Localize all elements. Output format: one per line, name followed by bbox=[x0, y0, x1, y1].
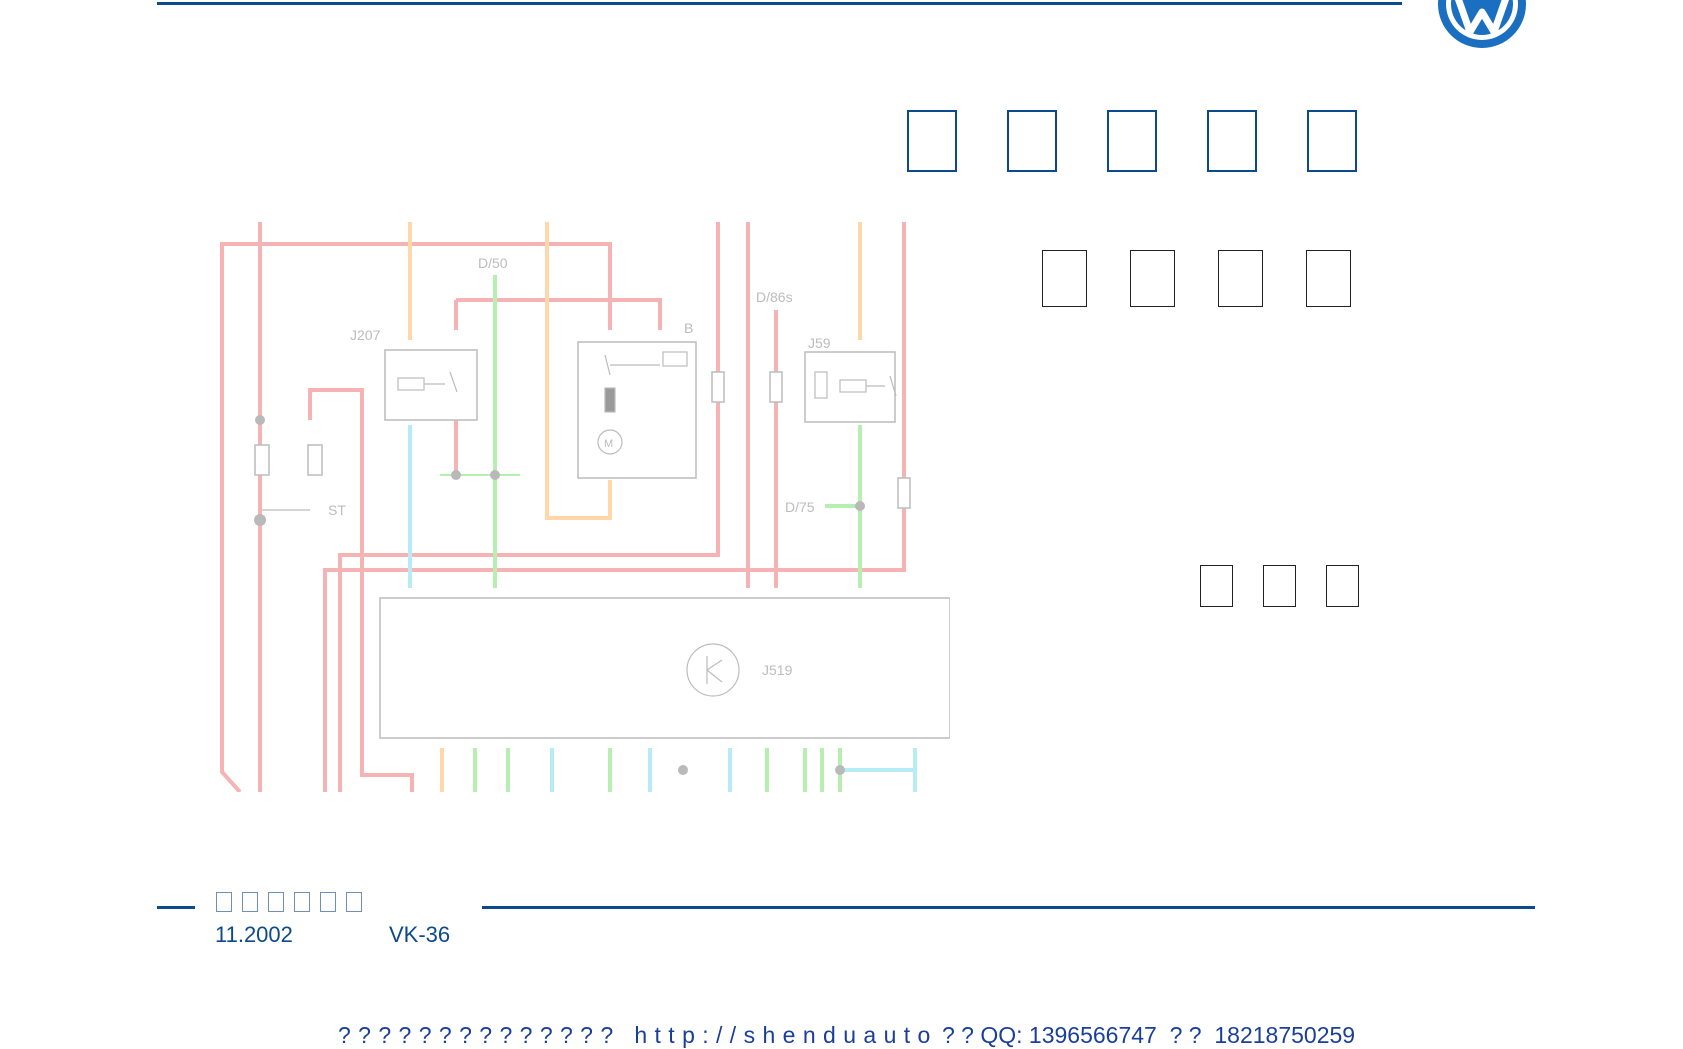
watermark-text: ? ? ? ? ? ? ? ? ? ? ? ? ? ? h t t p : / … bbox=[338, 1022, 931, 1048]
title-glyph bbox=[1007, 110, 1057, 172]
subtitle-glyph bbox=[1306, 250, 1351, 307]
title-glyph bbox=[907, 110, 957, 172]
label-d75: D/75 bbox=[785, 499, 815, 515]
footer-date: 11.2002 bbox=[215, 922, 293, 947]
title-glyph bbox=[1207, 110, 1257, 172]
footer-rule-right bbox=[482, 906, 1535, 909]
footer-glyph bbox=[216, 892, 232, 912]
label-b: B bbox=[684, 320, 693, 336]
caption-glyph bbox=[1200, 565, 1233, 607]
footer-glyph bbox=[294, 892, 310, 912]
title-line-3 bbox=[1200, 565, 1389, 607]
label-d86s: D/86s bbox=[756, 289, 793, 305]
label-m: M bbox=[604, 438, 613, 450]
footer-code: VK-36 bbox=[389, 922, 451, 947]
footer-title bbox=[216, 892, 362, 912]
title-glyph bbox=[1307, 110, 1357, 172]
footer-glyph bbox=[242, 892, 258, 912]
top-rule bbox=[157, 2, 1402, 5]
subtitle-glyph bbox=[1130, 250, 1175, 307]
caption-glyph bbox=[1326, 565, 1359, 607]
watermark-contact: ? ? QQ: 1396566747 ? ? 18218750259 bbox=[942, 1022, 1356, 1048]
title-glyph bbox=[1107, 110, 1157, 172]
footer-glyph bbox=[346, 892, 362, 912]
label-j519: J519 bbox=[762, 662, 793, 678]
subtitle-glyph bbox=[1042, 250, 1087, 307]
title-line-1 bbox=[907, 110, 1407, 172]
caption-glyph bbox=[1263, 565, 1296, 607]
label-j207: J207 bbox=[350, 327, 381, 343]
footer-glyph bbox=[320, 892, 336, 912]
subtitle-glyph bbox=[1218, 250, 1263, 307]
footer-rule-left bbox=[157, 906, 195, 909]
vw-logo bbox=[1438, 0, 1526, 48]
wiring-diagram: D/50 D/86s J207 B J59 ST D/75 J519 M bbox=[220, 222, 950, 792]
label-j59: J59 bbox=[808, 335, 831, 351]
footer-glyph bbox=[268, 892, 284, 912]
label-st: ST bbox=[328, 502, 346, 518]
title-line-2 bbox=[1042, 250, 1394, 307]
label-d50: D/50 bbox=[478, 255, 508, 271]
